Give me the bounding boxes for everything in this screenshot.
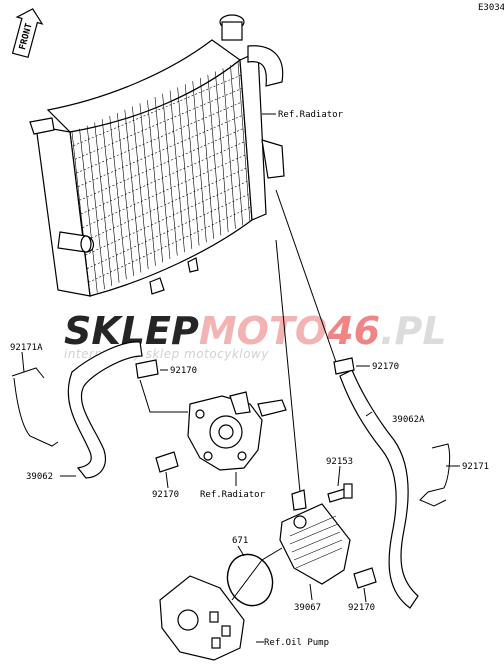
radiator-fin-row bbox=[86, 193, 251, 269]
radiator-fin bbox=[230, 65, 244, 226]
radiator-fin-row bbox=[88, 206, 252, 283]
label-92170-a: 92170 bbox=[170, 366, 197, 376]
svg-text:SKLEPMOTO46.PL: SKLEPMOTO46.PL bbox=[64, 309, 447, 353]
label-39062: 39062 bbox=[26, 472, 53, 482]
label-92170-b: 92170 bbox=[152, 490, 179, 500]
label-92171a: 92171A bbox=[10, 343, 43, 353]
water-pump bbox=[187, 391, 287, 471]
clamp-92170-a bbox=[135, 359, 159, 379]
radiator bbox=[29, 14, 285, 297]
diagram-code: E3034 bbox=[478, 3, 504, 13]
label-39067: 39067 bbox=[294, 603, 321, 613]
clamp-92170-d bbox=[353, 567, 377, 589]
label-92170-d: 92170 bbox=[348, 603, 375, 613]
hose-39062 bbox=[67, 341, 143, 479]
clamp-92170-b bbox=[155, 451, 179, 473]
o-ring-671 bbox=[226, 553, 274, 607]
radiator-fin-row bbox=[85, 180, 250, 256]
label-ref-oil-pump: Ref.Oil Pump bbox=[264, 638, 329, 648]
clamp-92170-c bbox=[333, 357, 355, 375]
leader-lines bbox=[21, 113, 460, 643]
bracket-92171a bbox=[11, 367, 59, 447]
oil-cooler-39067 bbox=[279, 489, 351, 585]
label-92171: 92171 bbox=[462, 462, 489, 472]
label-ref-radiator-top: Ref.Radiator bbox=[278, 110, 344, 120]
bracket-92171 bbox=[419, 443, 451, 507]
watermark-brand-b: MOTO bbox=[199, 309, 327, 353]
hose-39062a bbox=[339, 369, 419, 609]
label-671: 671 bbox=[232, 536, 248, 546]
label-ref-radiator-mid: Ref.Radiator bbox=[200, 490, 266, 500]
label-92153: 92153 bbox=[326, 457, 353, 467]
oil-pump bbox=[159, 575, 245, 661]
label-39062a: 39062A bbox=[392, 415, 425, 425]
front-arrow-icon: FRONT bbox=[11, 8, 44, 59]
label-92170-c: 92170 bbox=[372, 362, 399, 372]
bolt-92153 bbox=[327, 483, 353, 503]
watermark-brand-d: .PL bbox=[380, 309, 447, 353]
watermark-brand-c: 46 bbox=[326, 309, 380, 353]
radiator-fin bbox=[237, 61, 251, 223]
radiator-fin-row bbox=[83, 167, 249, 242]
